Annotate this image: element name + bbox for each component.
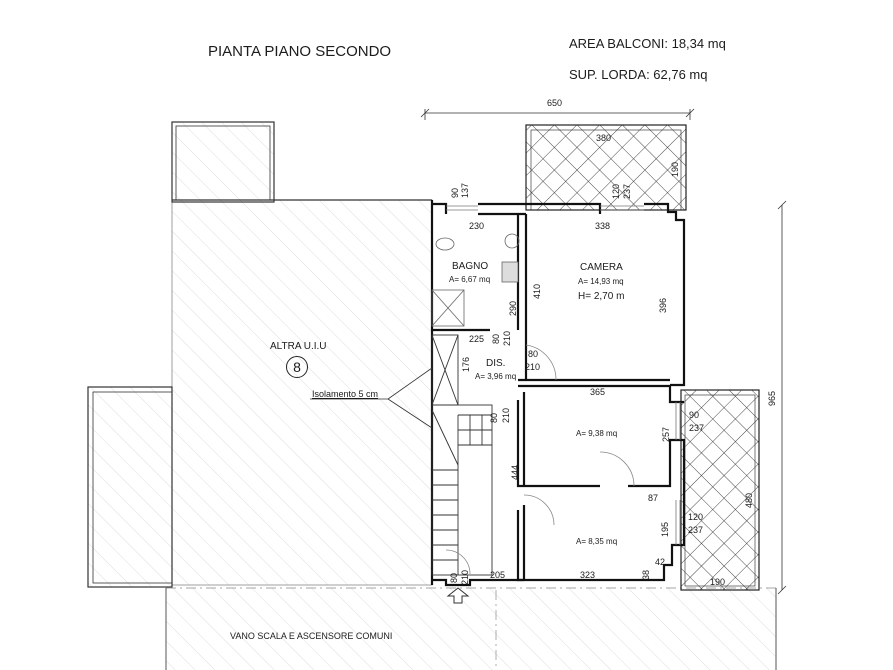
balcony-area-label: AREA BALCONI: 18,34 mq: [569, 36, 726, 51]
dim-bagno-window-w: 90: [450, 187, 460, 198]
neighbor-unit-label: ALTRA U.I.U: [270, 341, 327, 352]
balcony-right: [680, 389, 760, 591]
dim-dis-depth: 176: [461, 356, 471, 372]
room-area-room4: A= 8,35 mq: [576, 537, 618, 546]
unit-number-badge: 8: [286, 356, 308, 378]
dim-dis-width: 225: [469, 334, 485, 344]
balcony-right-depth-dim: 190: [710, 577, 726, 587]
dim-dis-door1-h: 210: [502, 330, 512, 346]
room-area-dis: A= 3,96 mq: [475, 372, 517, 381]
staircase: [431, 334, 493, 576]
dim-bagno-window-h: 137: [460, 182, 470, 198]
room-area-camera: A= 14,93 mq: [578, 277, 624, 286]
insulation-note: Isolamento 5 cm: [312, 389, 379, 399]
room-name-bagno: BAGNO: [452, 261, 489, 272]
dim-entry-door-w: 80: [449, 572, 459, 583]
balcony-top: [525, 124, 687, 211]
dim-camera-door-h: 210: [525, 362, 541, 372]
plan-title: PIANTA PIANO SECONDO: [208, 43, 392, 60]
dim-room3-right: 257: [661, 426, 671, 442]
insulation-leader: [310, 367, 433, 429]
dim-room4-window-h: 237: [688, 525, 704, 535]
dim-camera-width: 338: [595, 221, 611, 231]
overall-height-dim: 965: [767, 390, 777, 406]
dim-camera-window-w: 120: [611, 183, 621, 199]
dimension-lines: [420, 108, 787, 595]
dim-door-87: 87: [648, 493, 659, 503]
dim-hall-length: 444: [510, 464, 520, 480]
dim-stair-door-w: 80: [489, 412, 499, 423]
room-name-camera: CAMERA: [580, 262, 623, 273]
dim-room4-width: 323: [580, 570, 596, 580]
dim-camera-right: 396: [658, 297, 668, 313]
common-stair-label: VANO SCALA E ASCENSORE COMUNI: [230, 631, 393, 641]
dim-dis-door1-w: 80: [491, 333, 501, 344]
balcony-right-length-dim: 480: [744, 492, 754, 508]
dim-room4-window-w: 120: [688, 512, 704, 522]
entry-arrow-icon: [446, 587, 470, 604]
balcony-top-depth-dim: 190: [670, 161, 680, 177]
room-height-camera: H= 2,70 m: [578, 291, 625, 302]
dim-camera-door-w: 80: [528, 349, 539, 359]
dim-entry-door-h: 210: [460, 569, 470, 585]
room-area-room3: A= 9,38 mq: [576, 429, 618, 438]
room-name-dis: DIS.: [486, 358, 506, 369]
balcony-top-width-dim: 380: [596, 133, 612, 143]
bathroom-fixtures: [431, 233, 520, 327]
dim-step-42: 42: [655, 557, 666, 567]
dim-camera-left: 410: [532, 283, 542, 299]
dim-room3-window-h: 237: [689, 423, 705, 433]
neighbor-unit-area: [87, 121, 433, 588]
room-area-bagno: A= 6,67 mq: [449, 275, 491, 284]
windows: [446, 205, 681, 545]
common-area-hatch: [165, 587, 777, 670]
gross-area-label: SUP. LORDA: 62,76 mq: [569, 67, 708, 82]
unit-walls: [430, 200, 686, 587]
dim-stair-door-h: 210: [501, 407, 511, 423]
overall-width-dim: 650: [547, 98, 563, 108]
dim-bagno-wall: 290: [508, 300, 518, 316]
dim-room3-width: 365: [590, 387, 606, 397]
doors: [445, 344, 635, 575]
dim-step-38: 38: [641, 569, 651, 580]
dim-room3-window-w: 90: [689, 410, 700, 420]
dim-camera-window-h: 237: [622, 183, 632, 199]
dim-room4-right: 195: [660, 521, 670, 537]
dim-entrance-width: 205: [490, 570, 506, 580]
dim-bagno-width: 230: [469, 221, 485, 231]
